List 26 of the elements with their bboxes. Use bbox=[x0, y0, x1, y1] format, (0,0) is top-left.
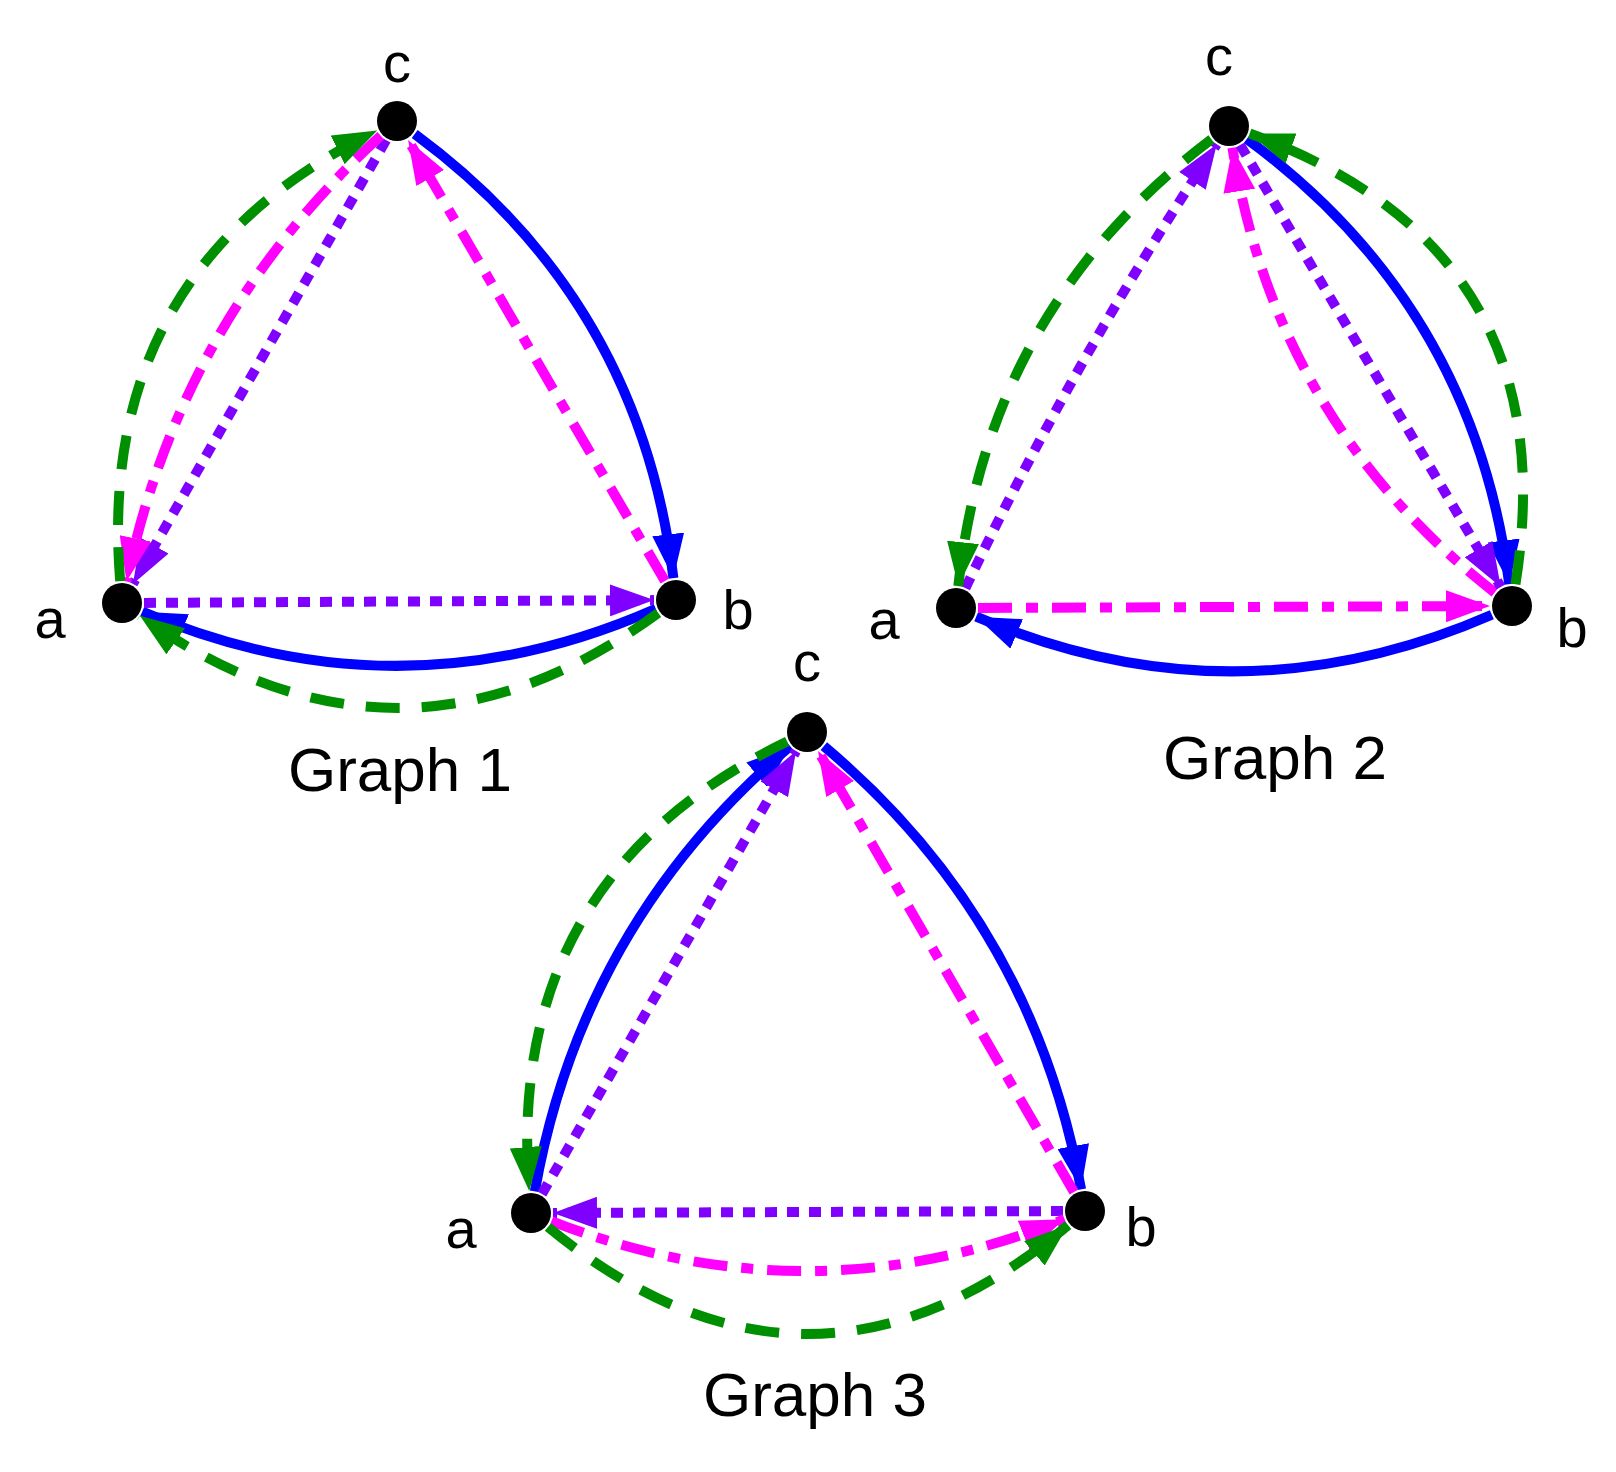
arrow bbox=[553, 1196, 1063, 1229]
vertex-label: b bbox=[1125, 1199, 1157, 1255]
arrow bbox=[549, 1214, 1067, 1276]
vertex-label: c bbox=[793, 634, 821, 690]
vertex-dot bbox=[511, 1193, 551, 1233]
vertex-dot bbox=[1209, 106, 1249, 146]
vertex-dot bbox=[1065, 1191, 1105, 1231]
vertex-dot bbox=[936, 588, 976, 628]
vertex-dot bbox=[656, 580, 696, 620]
vertex-label: c bbox=[1205, 28, 1233, 84]
vertex-dot bbox=[102, 583, 142, 623]
vertex-label: b bbox=[722, 582, 754, 638]
vertex-label: a bbox=[868, 592, 900, 648]
arrow bbox=[140, 604, 658, 671]
vertex-dot bbox=[1492, 586, 1532, 626]
arrow bbox=[978, 590, 1490, 623]
vertex-label: c bbox=[383, 35, 411, 91]
vertex-label: a bbox=[445, 1201, 477, 1257]
arrow bbox=[544, 1221, 1072, 1339]
vertex-dot bbox=[377, 101, 417, 141]
vertex-label: a bbox=[34, 591, 66, 647]
arrow bbox=[143, 584, 655, 617]
arrow bbox=[137, 608, 661, 713]
vertex-label: b bbox=[1556, 600, 1588, 656]
arrow bbox=[974, 610, 1494, 677]
vertex-dot bbox=[787, 712, 827, 752]
